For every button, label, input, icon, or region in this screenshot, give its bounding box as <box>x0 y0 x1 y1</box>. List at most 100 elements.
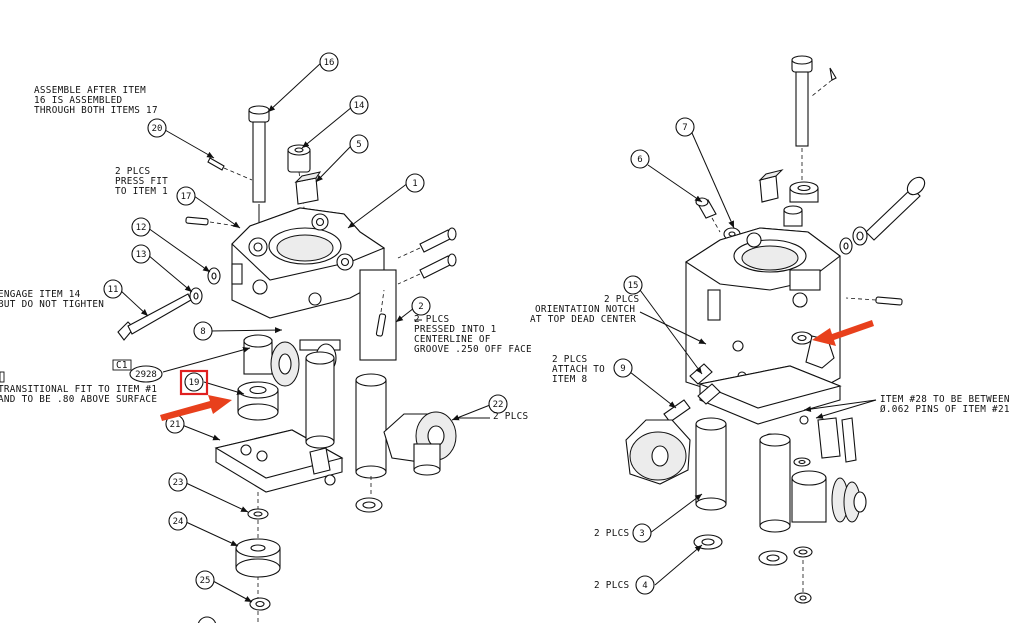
part-pin-2 <box>375 289 387 337</box>
svg-text:22: 22 <box>493 400 504 410</box>
svg-text:7: 7 <box>682 123 687 133</box>
callout-17: 17 <box>176 186 196 206</box>
svg-text:13: 13 <box>136 250 147 260</box>
part-bolt-11 <box>117 293 192 341</box>
svg-text:14: 14 <box>354 101 365 111</box>
note-engage-2: BUT DO NOT TIGHTEN <box>0 299 104 310</box>
svg-text:17: 17 <box>181 192 192 202</box>
callout-13: 13 <box>131 244 151 264</box>
svg-text:12: 12 <box>136 223 147 233</box>
svg-text:9: 9 <box>620 364 625 374</box>
callout-8: 8 <box>193 321 213 341</box>
part-post-front <box>355 373 387 496</box>
part-roller-lower-right <box>791 457 867 523</box>
svg-text:19: 19 <box>189 378 200 388</box>
note-2plcs-22: 2 PLCS <box>493 411 528 422</box>
svg-text:11: 11 <box>108 285 119 295</box>
callout-25: 25 <box>195 570 215 590</box>
note-attach-3: ITEM 8 <box>552 374 587 385</box>
callout-2: 2 <box>411 296 431 316</box>
svg-text:4: 4 <box>642 581 647 591</box>
callout-19: 19 <box>184 372 204 392</box>
callout-20: 20 <box>147 118 167 138</box>
svg-text:2: 2 <box>418 302 423 312</box>
c1-box <box>112 359 132 371</box>
c1-label: C1 <box>116 360 128 371</box>
svg-text:2928: 2928 <box>135 370 157 380</box>
part-dowel-17 <box>185 216 237 227</box>
callout-6: 6 <box>630 149 650 169</box>
note-pressed-2: PRESSED INTO 1 <box>414 324 497 335</box>
callout-4: 4 <box>635 575 655 595</box>
part-screw-6 <box>695 197 741 241</box>
part-post-right <box>759 433 791 533</box>
note-assemble-3: THROUGH BOTH ITEMS 17 <box>34 105 158 116</box>
callout-24: 24 <box>168 511 188 531</box>
part-block-5 <box>294 171 322 205</box>
note-pressed-3: CENTERLINE OF <box>414 334 491 345</box>
part-washers-bottom-right <box>693 534 813 604</box>
part-dowel-right <box>845 296 903 306</box>
part-lower-stack <box>235 492 383 623</box>
right-exploded-view: 7 6 15 9 3 4 2 PLCS ORIENTATION NOTCH AT… <box>530 55 1010 604</box>
callout-15: 15 <box>623 275 643 295</box>
svg-text:16: 16 <box>324 58 335 68</box>
svg-text:1: 1 <box>412 179 417 189</box>
part-pin-20 <box>207 157 253 181</box>
callout-2928: 2928 <box>129 365 163 383</box>
callout-11: 11 <box>103 279 123 299</box>
part-bolt-diagonal-right <box>839 176 926 255</box>
svg-text:6: 6 <box>637 155 642 165</box>
part-bearing-19 <box>237 381 279 421</box>
part-wheel-22 <box>383 411 457 476</box>
note-transitional-1: TRANSITIONAL FIT TO ITEM #1 <box>0 384 157 395</box>
note-attach-2: ATTACH TO <box>552 364 605 375</box>
note-pressfit-1: 2 PLCS <box>115 166 150 177</box>
orange-pointer-arrow-left <box>160 395 232 421</box>
note-assemble-1: ASSEMBLE AFTER ITEM <box>34 85 146 96</box>
callout-16: 16 <box>319 52 339 72</box>
note-orient-2: ORIENTATION NOTCH <box>535 304 635 315</box>
note-attach-1: 2 PLCS <box>552 354 587 365</box>
callout-23: 23 <box>168 472 188 492</box>
note-engage-1: ENGAGE ITEM 14 <box>0 289 81 300</box>
part-post-3 <box>695 417 727 511</box>
svg-text:21: 21 <box>170 420 181 430</box>
left-exploded-view: 16 14 5 1 20 17 12 13 11 8 2 2928 19 21 … <box>0 52 532 623</box>
svg-text:23: 23 <box>173 478 184 488</box>
part-standoff-post <box>305 351 335 449</box>
clipped-box <box>0 371 5 383</box>
part-wheel-right-side <box>625 419 691 485</box>
callout-22: 22 <box>488 394 508 414</box>
callout-9: 9 <box>613 358 633 378</box>
svg-text:8: 8 <box>200 327 205 337</box>
svg-text:20: 20 <box>152 124 163 134</box>
callout-14: 14 <box>349 95 369 115</box>
svg-text:24: 24 <box>173 517 184 527</box>
callout-5: 5 <box>349 134 369 154</box>
part-main-block-1 <box>231 207 397 361</box>
callout-12: 12 <box>131 217 151 237</box>
note-item28-1: ITEM #28 TO BE BETWEEN <box>880 394 1010 405</box>
note-item28-2: Ø.062 PINS OF ITEM #21 <box>880 404 1010 415</box>
callout-leaders-right <box>629 132 877 586</box>
note-pressed-4: GROOVE .250 OFF FACE <box>414 344 532 355</box>
part-roller-assembly <box>243 334 341 387</box>
svg-text:3: 3 <box>639 529 644 539</box>
svg-text:25: 25 <box>200 576 211 586</box>
note-pressfit-3: TO ITEM 1 <box>115 186 168 197</box>
part-washers-12-13 <box>189 267 221 305</box>
svg-text:5: 5 <box>356 140 361 150</box>
note-pressed-1: 2 PLCS <box>414 314 449 325</box>
svg-text:15: 15 <box>628 281 639 291</box>
note-assemble-2: 16 IS ASSEMBLED <box>34 95 123 106</box>
callout-1: 1 <box>405 173 425 193</box>
orange-pointer-arrow-right <box>812 320 874 346</box>
note-orient-3: AT TOP DEAD CENTER <box>530 314 636 325</box>
part-main-block-right <box>684 227 841 413</box>
note-2plcs-3: 2 PLCS <box>594 528 629 539</box>
part-cap-screws <box>397 227 457 285</box>
part-screw-top-right <box>791 55 837 186</box>
red-highlight-box <box>179 369 209 396</box>
